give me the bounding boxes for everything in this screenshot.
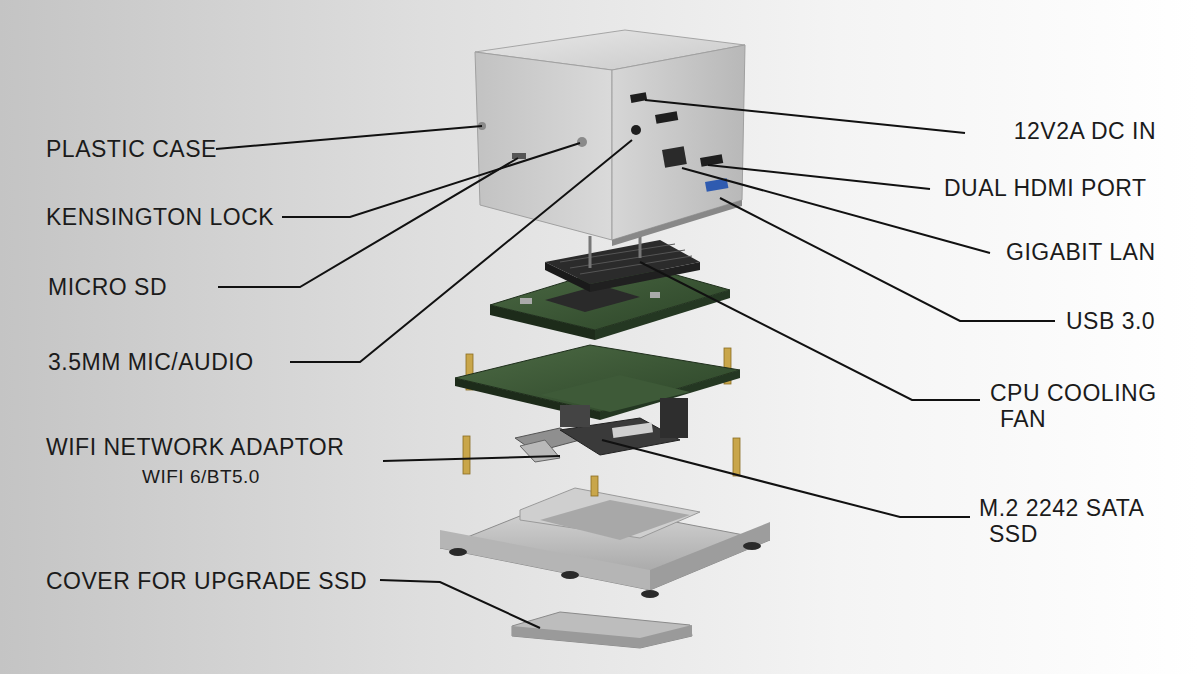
bottom-plate [540,500,690,540]
bottom-plate [743,542,761,550]
part-label: 12V2A DC IN [1014,118,1156,144]
lower-pcb [455,345,740,412]
leader-lines [682,168,990,253]
plastic-case [577,137,587,147]
cpu-cooling-fan [545,262,590,292]
leader-lines [640,262,980,400]
leader-lines [282,143,580,217]
bottom-plate [449,548,467,556]
cpu-cooling-fan [580,256,692,274]
wifi-and-ssd [515,418,680,462]
part-label: WIFI NETWORK ADAPTOR [46,434,344,460]
lower-pcb [560,405,590,427]
part-label: CPU COOLING FAN [990,380,1185,432]
ssd-cover [512,612,692,648]
part-label: USB 3.0 [1066,308,1155,334]
plastic-case [655,111,678,124]
leader-lines [645,100,965,133]
cpu-cooling-fan [589,236,592,268]
main-pcb [520,298,532,304]
bottom-plate [561,571,579,579]
part-label: MICRO SD [48,274,167,300]
cpu-cooling-fan [560,244,675,262]
leader-lines [383,456,560,461]
plastic-case [662,146,687,168]
leader-lines [380,580,540,628]
plastic-case [612,200,742,246]
ssd-cover [512,612,692,648]
leader-lines [216,126,482,149]
brass-standoffs [733,438,740,476]
part-label: DUAL HDMI PORT [944,175,1147,201]
bottom-plate [440,500,770,590]
brass-standoffs [591,476,598,496]
plastic-case [475,0,745,246]
bottom-plate [641,590,659,598]
leader-lines [216,100,1055,628]
plastic-case [512,153,526,159]
part-label: COVER FOR UPGRADE SSD [46,568,367,594]
cpu-cooling-fan [570,250,685,268]
bottom-plate [440,488,770,598]
part-label: 3.5MM MIC/AUDIO [48,349,254,375]
brass-standoffs [463,436,470,474]
part-label: PLASTIC CASE [46,136,217,162]
part-label: GIGABIT LAN [1006,239,1156,265]
bottom-plate [650,522,770,590]
cpu-cooling-fan [590,262,700,292]
part-label: M.2 2242 SATA SSD [979,495,1194,547]
plastic-case [631,125,641,135]
leader-lines [720,198,1055,321]
part-label: KENSINGTON LOCK [46,204,274,230]
part-label: WIFI 6/BT5.0 [142,464,260,490]
lower-pcb [455,345,740,438]
leader-lines [290,140,632,362]
wifi-and-ssd [520,440,560,462]
lower-pcb [660,398,688,438]
wifi-and-ssd [612,422,653,437]
leader-lines [602,440,970,517]
plastic-case [630,92,647,103]
main-pcb [650,292,660,298]
